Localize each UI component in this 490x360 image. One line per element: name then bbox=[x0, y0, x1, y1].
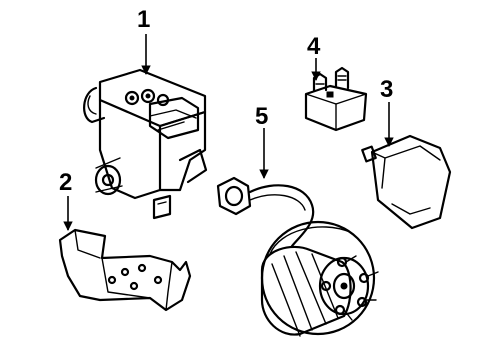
abs-control-module bbox=[361, 134, 452, 230]
abs-modulator-unit bbox=[83, 68, 208, 220]
callout-1: 1 bbox=[137, 6, 150, 33]
callout-2: 2 bbox=[59, 169, 72, 196]
callout-3: 3 bbox=[380, 76, 393, 103]
callout-5: 5 bbox=[255, 103, 268, 130]
callout-4: 4 bbox=[307, 33, 321, 60]
mounting-bracket bbox=[58, 228, 192, 312]
abs-relay bbox=[304, 66, 368, 132]
wheel-speed-sensor-hub bbox=[216, 176, 379, 337]
